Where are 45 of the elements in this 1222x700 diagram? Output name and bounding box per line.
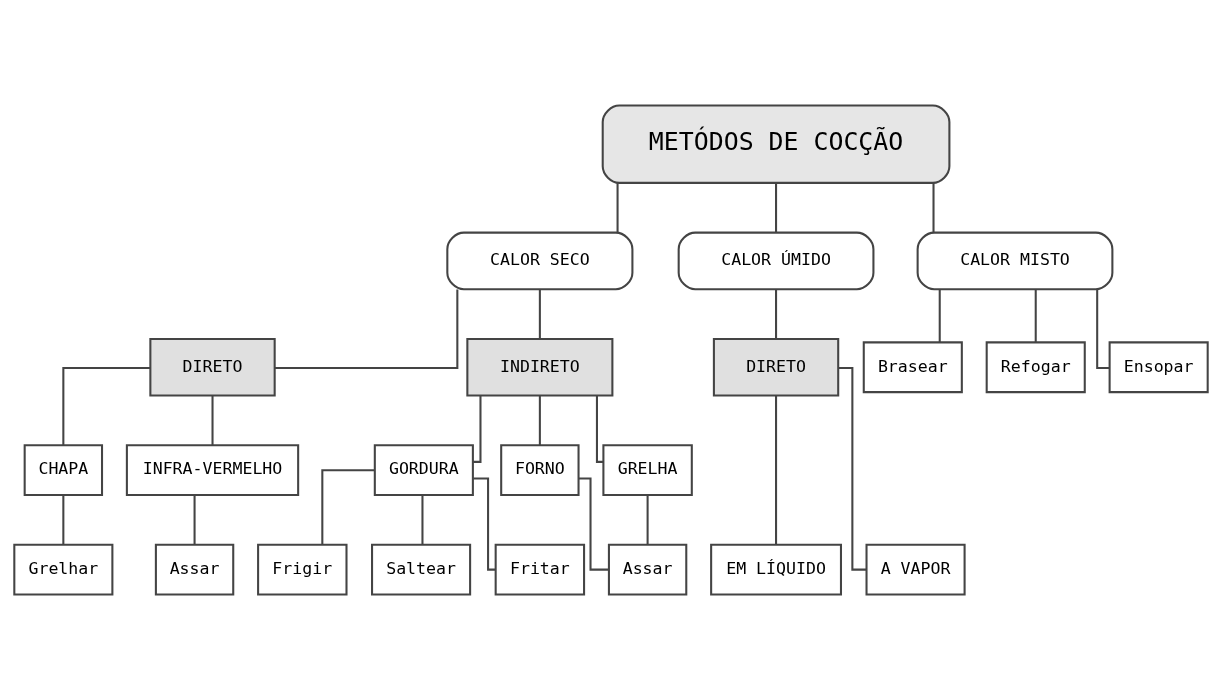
connector xyxy=(938,289,941,343)
node-box: FORNO xyxy=(500,444,580,497)
node-box: DIRETO xyxy=(712,337,840,397)
node-box: Frigir xyxy=(257,543,348,596)
connector xyxy=(421,495,424,545)
connector xyxy=(838,366,867,571)
connector xyxy=(211,395,214,446)
node-box: Grelhar xyxy=(13,543,114,596)
connector xyxy=(646,495,649,545)
connector xyxy=(538,289,541,339)
node-box: Fritar xyxy=(494,543,586,596)
node-box: Assar xyxy=(154,543,235,596)
connector xyxy=(62,366,151,445)
connector xyxy=(538,395,541,446)
node-box: EM LÍQUIDO xyxy=(710,543,842,596)
connector xyxy=(616,183,619,233)
node-box: A VAPOR xyxy=(865,543,966,596)
node-box: GRELHA xyxy=(602,444,693,497)
connector xyxy=(775,183,778,233)
node-box: CALOR MISTO xyxy=(916,231,1114,291)
node-box: Saltear xyxy=(371,543,472,596)
node-box: DIRETO xyxy=(149,337,276,397)
connector xyxy=(932,183,935,233)
node-box: CALOR SECO xyxy=(446,231,634,291)
node-box: INDIRETO xyxy=(466,337,614,397)
connector xyxy=(321,469,375,545)
connector xyxy=(62,495,65,545)
connector xyxy=(1096,289,1110,369)
node-box: Assar xyxy=(607,543,688,596)
connector xyxy=(473,395,482,463)
connector xyxy=(775,289,778,339)
connector xyxy=(1034,289,1037,343)
connector xyxy=(473,477,496,571)
connector xyxy=(775,395,778,545)
node-box: CALOR ÚMIDO xyxy=(677,231,875,291)
node-box: Ensopar xyxy=(1108,341,1209,394)
connector xyxy=(193,495,196,545)
node-box: Refogar xyxy=(985,341,1086,394)
connector xyxy=(274,289,459,369)
node-box: Brasear xyxy=(862,341,963,394)
node-box: METÓDOS DE COCÇÃO xyxy=(601,104,951,184)
node-box: GORDURA xyxy=(373,444,474,497)
connector xyxy=(595,395,604,463)
node-box: CHAPA xyxy=(23,444,104,497)
node-box: INFRA-VERMELHO xyxy=(125,444,300,497)
